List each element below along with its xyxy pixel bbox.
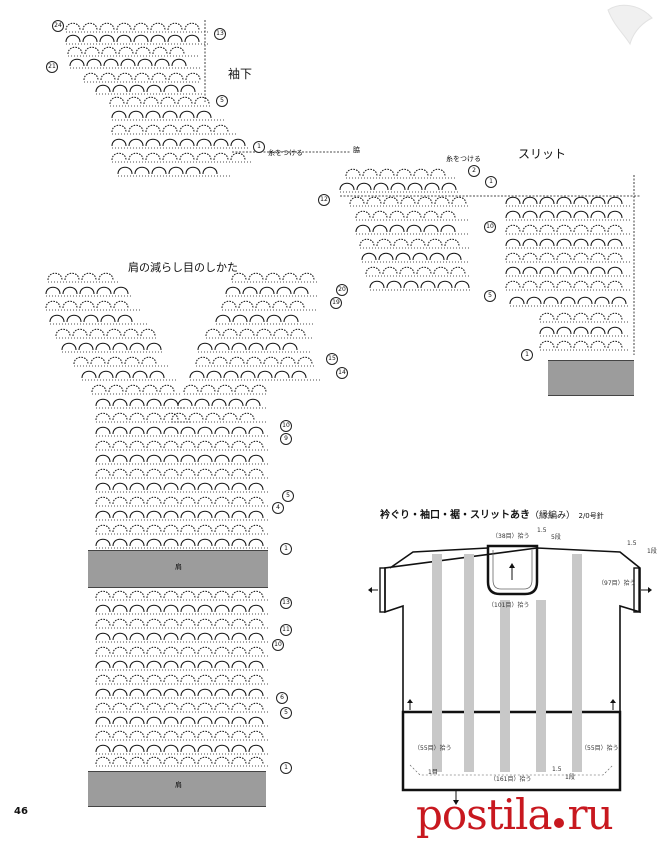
row-number: 2 [468, 165, 480, 177]
edging-title: 衿ぐり・袖口・裾・スリットあき（縁編み） 2/0号針 [380, 506, 604, 521]
watermark-text-a: postila [416, 790, 553, 839]
sleeve-under-label: 袖下 [228, 67, 253, 81]
page-number: 46 [14, 806, 28, 817]
row-number: 1 [280, 543, 292, 555]
row-number: 4 [272, 502, 284, 514]
row-number: 12 [318, 194, 330, 206]
hem-rows: 1段 [565, 774, 575, 781]
cuff-pickup: （97目）拾う [598, 580, 636, 587]
hook-size: 2/0号針 [578, 512, 604, 520]
cuff-width: 1.5 [627, 540, 637, 547]
row-number: 5 [216, 95, 228, 107]
slit-left-pickup: （55目）拾う [414, 745, 452, 752]
row-number: 10 [272, 639, 284, 651]
slit-right-pickup: （55目）拾う [581, 745, 619, 752]
shoulder-label-1: 肩 [175, 563, 182, 571]
ribbing-band-right [548, 360, 634, 396]
neck-top-pickup: （38目）拾う [492, 533, 530, 540]
attach-yarn-label-1: 糸をつける [268, 149, 303, 157]
row-number: 24 [52, 20, 64, 32]
row-number: 10 [484, 221, 496, 233]
neck-front-pickup: （101目）拾う [488, 602, 530, 609]
row-number: 13 [214, 28, 226, 40]
watermark-logo: postila ru [416, 790, 614, 839]
row-number: 5 [282, 490, 294, 502]
shoulder-band-2 [88, 771, 266, 807]
body-stitch-rows [339, 168, 630, 351]
edging-subtitle: （縁編み） [530, 511, 576, 521]
side-label: 脇 [353, 146, 360, 154]
attach-yarn-label-2: 糸をつける [446, 155, 481, 163]
watermark-text-b: ru [567, 790, 614, 839]
corner-decoration [607, 4, 653, 46]
cuff-rows: 1段 [647, 548, 657, 555]
edging-title-text: 衿ぐり・袖口・裾・スリットあき [380, 510, 530, 521]
row-number: 9 [280, 433, 292, 445]
shoulder-band-1 [88, 550, 268, 588]
row-number: 19 [330, 297, 342, 309]
neck-top-width: 1.5 [537, 527, 547, 534]
row-number: 13 [280, 597, 292, 609]
row-number: 5 [484, 290, 496, 302]
row-number: 5 [280, 707, 292, 719]
hem-small-note: 1目 [428, 769, 438, 776]
row-number: 1 [280, 762, 292, 774]
hem-width: 1.5 [552, 766, 562, 773]
row-number: 1 [521, 349, 533, 361]
row-number: 15 [326, 353, 338, 365]
row-number: 1 [253, 141, 265, 153]
hem-pickup: （161目）拾う [490, 776, 532, 783]
row-number: 11 [280, 624, 292, 636]
row-number: 10 [280, 420, 292, 432]
shoulder-stitch-rows [45, 272, 320, 549]
row-number: 1 [485, 176, 497, 188]
sleeve-stitch-rows [65, 22, 252, 177]
watermark-dot [553, 817, 564, 828]
row-number: 6 [276, 692, 288, 704]
row-number: 20 [336, 284, 348, 296]
row-number: 14 [336, 367, 348, 379]
shoulder-decrease-title: 肩の減らし目のしかた [128, 261, 238, 274]
row-number: 21 [46, 61, 58, 73]
slit-label: スリット [518, 147, 567, 161]
neck-top-rows: 5段 [551, 534, 561, 541]
shoulder-label-2: 肩 [175, 781, 182, 789]
